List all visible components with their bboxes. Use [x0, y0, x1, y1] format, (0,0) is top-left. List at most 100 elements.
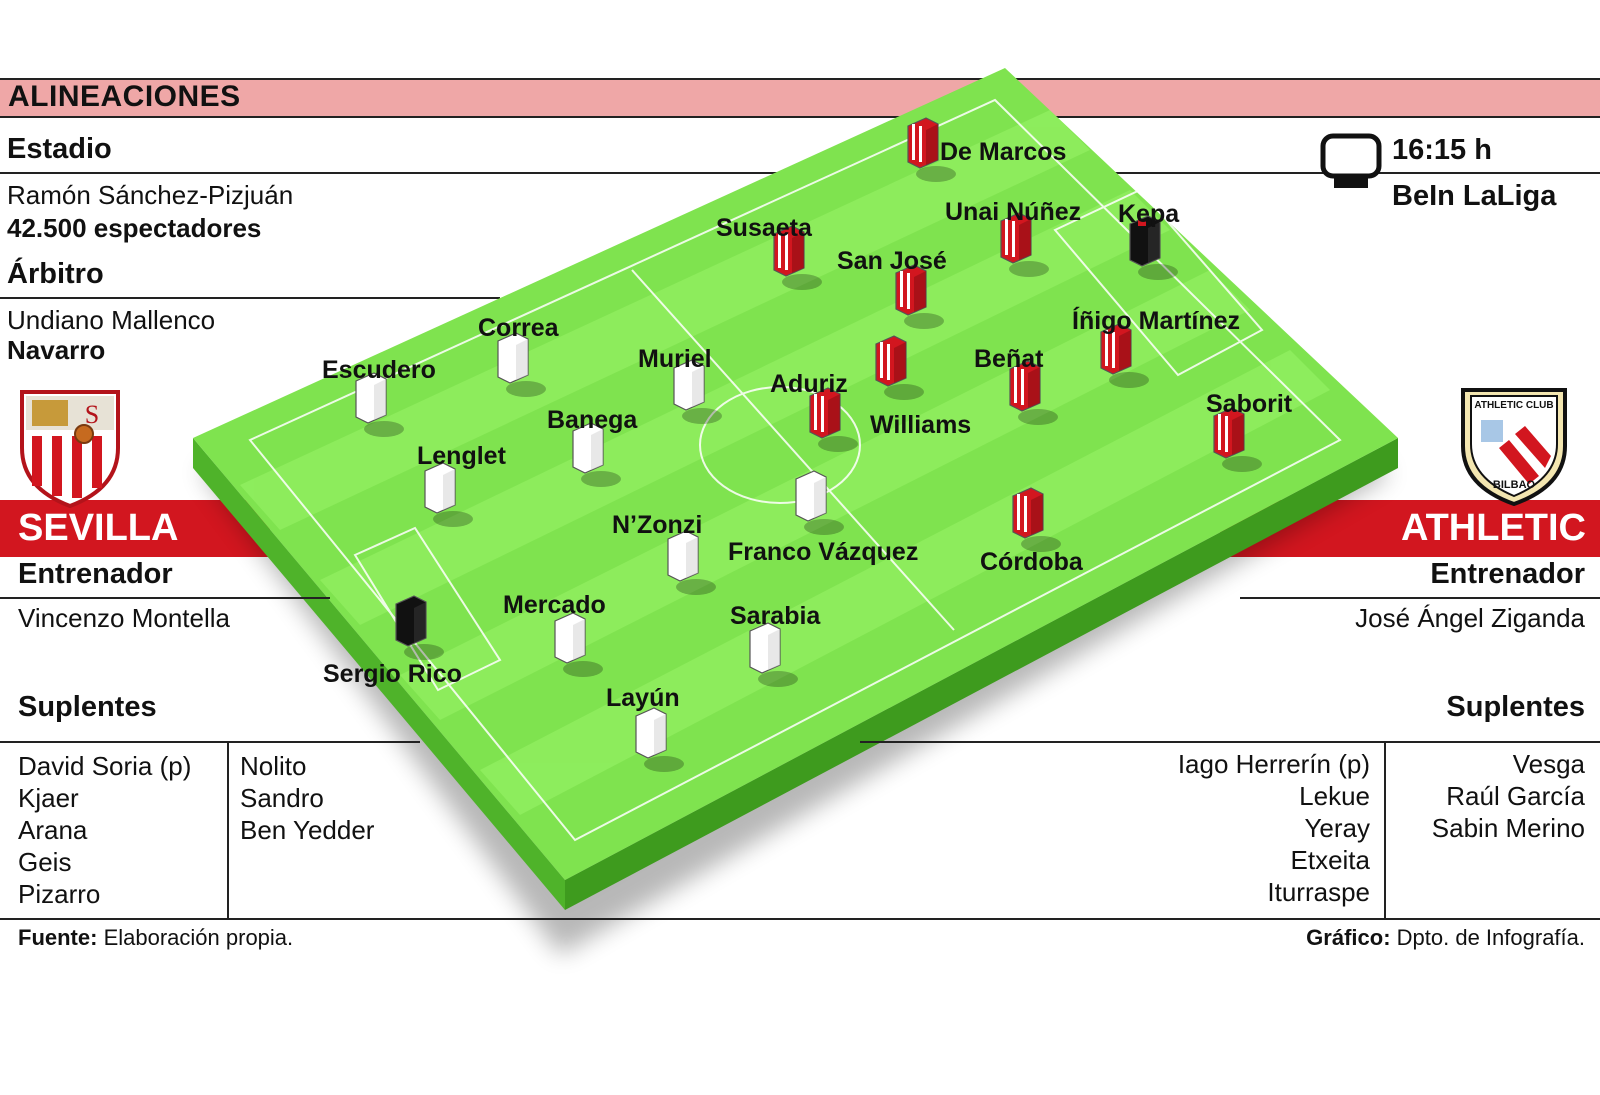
player-figure [1100, 323, 1149, 388]
player-figure [424, 462, 473, 527]
player-figure [572, 422, 621, 487]
away-player-name: De Marcos [940, 138, 1066, 166]
player-figure [667, 530, 716, 595]
divider [0, 597, 330, 599]
away-player-name: Kepa [1118, 200, 1180, 228]
list-item: David Soria (p) [18, 751, 192, 781]
home-subs-col2: Nolito Sandro Ben Yedder [240, 750, 374, 846]
home-coach-name: Vincenzo Montella [18, 603, 230, 633]
list-item: Arana [18, 815, 88, 845]
player-figure [673, 359, 722, 424]
player-figure [1012, 487, 1061, 552]
broadcast-time: 16:15 h [1392, 134, 1492, 166]
tv-icon [1320, 133, 1382, 188]
home-player-name: Muriel [638, 345, 712, 373]
divider [1240, 597, 1600, 599]
title-band [0, 78, 1600, 118]
player-figure [895, 264, 944, 329]
list-item: Yeray [1304, 813, 1370, 843]
stadium-capacity: 42.500 espectadores [7, 213, 262, 243]
home-player-name: Sergio Rico [323, 660, 462, 688]
home-team-name: SEVILLA [18, 507, 179, 549]
home-player-name: N’Zonzi [612, 511, 702, 539]
away-player-name: Aduriz [770, 370, 848, 398]
column-divider [1384, 742, 1386, 920]
away-player-name: Susaeta [716, 214, 813, 242]
list-item: Geis [18, 847, 72, 877]
player-figure [907, 117, 956, 182]
list-item: Iago Herrerín (p) [1177, 749, 1370, 779]
player-figure [795, 470, 844, 535]
player-figure [1129, 215, 1178, 280]
pitch-lines [248, 98, 1342, 842]
home-player-name: Mercado [503, 591, 606, 619]
home-player-name: Correa [478, 314, 560, 342]
away-player-name: Íñigo Martínez [1072, 306, 1240, 335]
footer-source: Fuente: Elaboración propia. [18, 925, 293, 951]
list-item: Lekue [1299, 781, 1370, 811]
away-player-name: San José [837, 247, 947, 275]
away-subs-col1: Iago Herrerín (p) Lekue Yeray Etxeita It… [1178, 748, 1370, 908]
home-player-name: Franco Vázquez [728, 538, 918, 566]
list-item: Ben Yedder [240, 815, 375, 845]
list-item: Pizarro [18, 879, 101, 909]
away-coach-name: José Ángel Ziganda [1355, 603, 1585, 633]
divider [860, 741, 1600, 743]
home-subs-label: Suplentes [18, 691, 157, 723]
away-player-name: Unai Núñez [945, 198, 1081, 226]
referee-name: Undiano Mallenco [7, 305, 216, 335]
graphic-text: Dpto. de Infografía. [1396, 925, 1585, 950]
footer-divider [0, 918, 1600, 920]
column-divider [227, 742, 229, 920]
home-player-name: Sarabia [730, 602, 821, 630]
away-subs-col2: Vesga Raúl García Sabin Merino [1432, 748, 1585, 844]
svg-text:S: S [85, 400, 99, 429]
list-item: Vesga [1512, 749, 1585, 779]
player-figure [1009, 360, 1058, 425]
source-label: Fuente: [18, 925, 98, 950]
pitch-side-left [193, 438, 565, 910]
list-item: Sandro [240, 783, 324, 813]
away-player-name: Beñat [974, 345, 1044, 373]
player-figure [395, 595, 444, 660]
graphic-label: Gráfico: [1306, 925, 1391, 950]
source-text: Elaboración propia. [103, 925, 294, 950]
athletic-crest-text-bottom: BILBAO [1493, 479, 1536, 491]
away-team-name: ATHLETIC [1400, 507, 1586, 549]
home-player-name: Layún [606, 684, 680, 712]
sevilla-crest: S [20, 390, 120, 508]
player-figure [635, 707, 684, 772]
player-figure [355, 372, 404, 437]
home-subs-col1: David Soria (p) Kjaer Arana Geis Pizarro [18, 750, 191, 910]
away-player-name: Saborit [1206, 390, 1293, 418]
list-item: Kjaer [18, 783, 79, 813]
divider [0, 297, 500, 299]
player-figure [749, 622, 798, 687]
home-player-name: Escudero [322, 356, 436, 384]
list-item: Sabin Merino [1431, 813, 1585, 843]
list-item: Iturraspe [1267, 877, 1370, 907]
athletic-club-crest: ATHLETIC CLUB BILBAO [1461, 388, 1567, 506]
away-subs-label: Suplentes [1446, 691, 1585, 723]
list-item: Etxeita [1290, 845, 1371, 875]
broadcast-channel: BeIn LaLiga [1392, 180, 1557, 212]
player-figure [773, 225, 822, 290]
away-player-name: Williams [870, 411, 971, 439]
footer-graphic: Gráfico: Dpto. de Infografía. [1306, 925, 1585, 951]
player-figure [809, 387, 858, 452]
referee-region: Navarro [7, 335, 106, 365]
home-player-name: Lenglet [417, 442, 507, 470]
stadium-label: Estadio [7, 133, 112, 165]
player-figure [497, 332, 546, 397]
player-figure [875, 335, 924, 400]
home-player-name: Banega [547, 406, 638, 434]
divider [0, 741, 420, 743]
home-coach-label: Entrenador [18, 558, 173, 590]
list-item: Nolito [240, 751, 307, 781]
player-figure [554, 612, 603, 677]
home-team-band [0, 500, 270, 557]
player-figure [1213, 407, 1262, 472]
referee-label: Árbitro [7, 258, 104, 290]
